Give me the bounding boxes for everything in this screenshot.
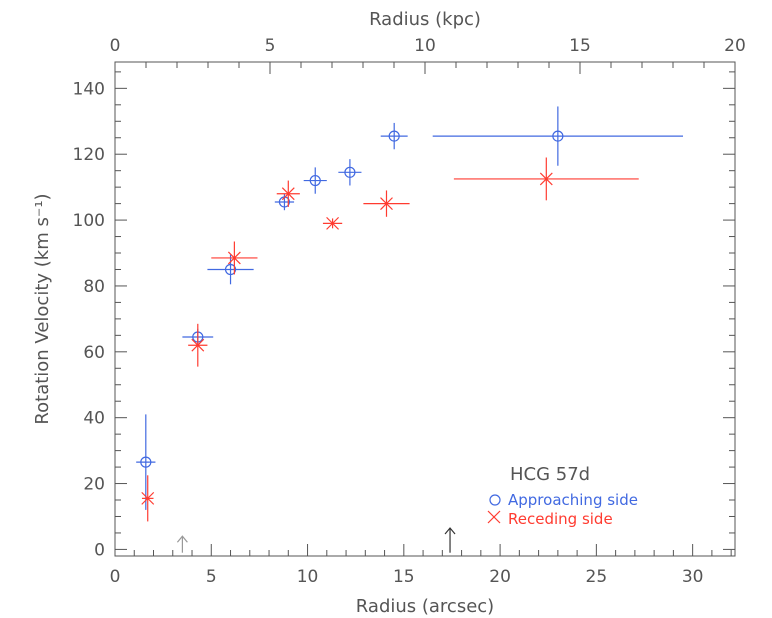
x-tick-labels: 0 5 10 15 20 25 30	[110, 567, 704, 587]
arrow-head	[444, 527, 456, 535]
y-axis-title: Rotation Velocity (km s⁻¹)	[32, 193, 53, 424]
arrow-head	[176, 535, 188, 543]
x2-tick-label: 20	[724, 36, 746, 56]
x-tick-label: 15	[393, 567, 415, 587]
cross-marker-b	[141, 491, 155, 505]
cross-marker-b	[326, 216, 340, 230]
x-tick-label: 30	[682, 567, 704, 587]
cross-marker-b	[191, 338, 205, 352]
y-tick-label: 120	[73, 145, 105, 165]
x-tick-label: 10	[297, 567, 319, 587]
data-point	[207, 254, 254, 285]
data-point	[188, 323, 208, 367]
data-point	[322, 216, 343, 230]
data-series	[136, 106, 684, 522]
legend-approaching-marker	[489, 494, 501, 506]
circle-marker	[552, 130, 564, 142]
x-tick-label: 5	[206, 567, 217, 587]
legend-receding-label: Receding side	[508, 510, 613, 528]
tick-marks	[114, 62, 736, 556]
x-tick-label: 0	[110, 567, 121, 587]
arrow-marker	[444, 527, 456, 553]
data-point	[453, 157, 639, 201]
cross-marker-b	[281, 187, 295, 201]
data-point	[338, 159, 362, 186]
circle-marker	[388, 130, 400, 142]
data-point	[363, 190, 410, 217]
x2-tick-labels: 0 5 10 15 20	[110, 36, 746, 56]
y-tick-label: 20	[83, 475, 105, 495]
data-point	[380, 122, 408, 150]
x2-tick-label: 10	[414, 36, 436, 56]
y-tick-labels: 0 20 40 60 80 100 120 140	[73, 79, 105, 560]
circle-marker	[344, 166, 356, 178]
x-tick-label: 25	[586, 567, 608, 587]
arrow-marker	[176, 535, 188, 553]
x2-tick-label: 5	[265, 36, 276, 56]
data-point	[211, 241, 258, 275]
y-tick-label: 40	[83, 409, 105, 429]
annotations	[176, 527, 456, 553]
x2-tick-label: 15	[569, 36, 591, 56]
circle-marker	[140, 456, 152, 468]
circle-marker	[309, 174, 321, 187]
series-approaching-side	[136, 106, 684, 510]
y-tick-label: 100	[73, 211, 105, 231]
cross-marker-b	[380, 197, 393, 211]
x2-tick-label: 0	[110, 36, 121, 56]
y-tick-label: 0	[94, 540, 105, 560]
x-tick-label: 20	[489, 567, 511, 587]
x2-axis-title: Radius (kpc)	[369, 9, 481, 30]
y-tick-label: 80	[83, 277, 105, 297]
data-point	[303, 167, 327, 194]
data-point	[276, 180, 300, 207]
legend-approaching-label: Approaching side	[508, 491, 638, 509]
legend-receding-marker	[487, 510, 501, 524]
cross-marker-b	[227, 251, 241, 265]
series-receding-side	[141, 157, 639, 522]
data-point	[141, 475, 155, 522]
legend-title: HCG 57d	[510, 464, 590, 485]
data-point	[432, 106, 684, 166]
y-tick-label: 60	[83, 343, 105, 363]
data-point	[136, 414, 156, 510]
x-axis-title: Radius (arcsec)	[356, 596, 494, 617]
legend: HCG 57d Approaching side Receding side	[487, 464, 638, 528]
circle-marker	[224, 263, 237, 276]
y-tick-label: 140	[73, 79, 105, 99]
cross-marker-b	[539, 172, 553, 186]
